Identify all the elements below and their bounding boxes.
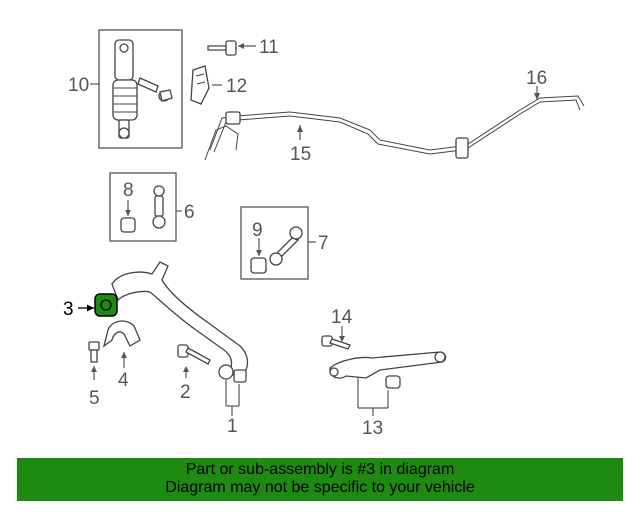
callout-1: 1 bbox=[227, 416, 238, 437]
callout-16: 16 bbox=[526, 68, 547, 89]
hose-lines-15-16 bbox=[204, 86, 585, 161]
strut-assembly-group bbox=[90, 29, 183, 149]
callout-5: 5 bbox=[89, 388, 100, 409]
callout-6: 6 bbox=[184, 202, 195, 223]
callout-3: 3 bbox=[63, 299, 74, 320]
callout-13: 13 bbox=[362, 418, 383, 439]
info-banner: Part or sub-assembly is #3 in diagram Di… bbox=[17, 458, 623, 501]
parts-diagram: 10 11 12 15 16 8 6 bbox=[63, 29, 585, 439]
callout-4: 4 bbox=[118, 370, 129, 391]
link-assembly-7 bbox=[240, 206, 316, 280]
bolt-11 bbox=[207, 40, 256, 56]
callout-2: 2 bbox=[180, 382, 191, 403]
callout-7: 7 bbox=[318, 233, 329, 254]
link-assembly-6 bbox=[109, 172, 182, 242]
banner-line-2: Diagram may not be specific to your vehi… bbox=[165, 479, 475, 496]
callout-14: 14 bbox=[331, 307, 353, 328]
callout-11: 11 bbox=[259, 37, 279, 58]
callout-15: 15 bbox=[290, 144, 311, 165]
banner-line-1: Part or sub-assembly is #3 in diagram bbox=[185, 461, 455, 478]
control-arm-13 bbox=[329, 351, 447, 416]
bolt-2 bbox=[177, 344, 211, 378]
callout-10: 10 bbox=[68, 75, 89, 96]
callout-8: 8 bbox=[123, 180, 134, 201]
box-7 bbox=[240, 206, 309, 280]
bushing-3-highlighted bbox=[78, 293, 118, 317]
bolt-14 bbox=[321, 326, 351, 350]
clamp-bracket-4 bbox=[102, 320, 141, 368]
stabilizer-bar-1 bbox=[111, 261, 249, 416]
bracket-12 bbox=[190, 65, 222, 105]
box-6 bbox=[109, 172, 177, 242]
callout-9: 9 bbox=[252, 220, 263, 241]
callout-12: 12 bbox=[226, 76, 247, 97]
bolt-5 bbox=[88, 341, 100, 380]
box-10 bbox=[98, 29, 183, 149]
